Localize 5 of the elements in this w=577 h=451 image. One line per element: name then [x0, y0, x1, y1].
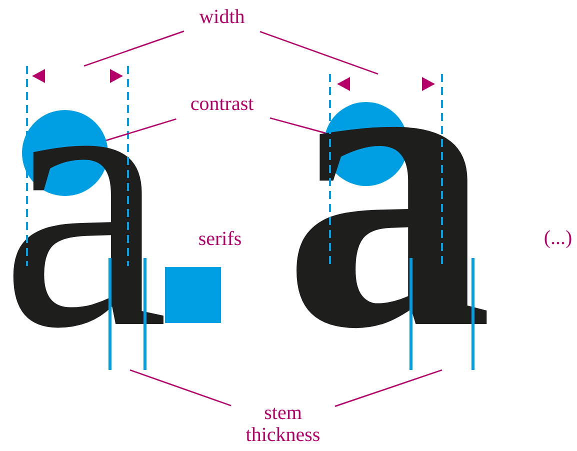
- stem-thickness-label: stem thickness: [233, 402, 333, 446]
- ellipsis-label: (...): [542, 227, 574, 249]
- width-label: width: [186, 6, 258, 30]
- serifs-label: serifs: [197, 228, 243, 250]
- contrast-label: contrast: [176, 93, 268, 117]
